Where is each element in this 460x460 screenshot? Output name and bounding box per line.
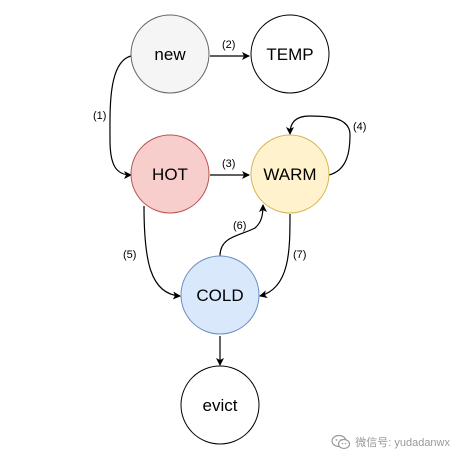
node-cold: COLD bbox=[180, 255, 260, 335]
edge-label-6: (6) bbox=[233, 220, 246, 232]
node-hot-circle bbox=[130, 134, 210, 214]
edge-label-1: (1) bbox=[93, 110, 106, 122]
edge-label-4: (4) bbox=[353, 121, 366, 133]
node-warm-label: WARM bbox=[263, 165, 316, 184]
node-evict-label: evict bbox=[203, 396, 238, 415]
edge-warm-self-loop bbox=[286, 115, 351, 176]
node-hot-label: HOT bbox=[152, 165, 188, 184]
node-warm: WARM bbox=[250, 134, 330, 214]
edge-warm-to-cold bbox=[259, 213, 291, 299]
watermark-text: 微信号: yudadanwx bbox=[355, 437, 450, 449]
node-evict-circle bbox=[180, 365, 260, 445]
node-temp-label: TEMP bbox=[266, 45, 313, 64]
edge-label-7: (7) bbox=[293, 249, 306, 261]
node-new-label: new bbox=[154, 45, 186, 64]
edge-hot-to-cold bbox=[143, 205, 181, 300]
node-temp: TEMP bbox=[250, 14, 330, 94]
edge-label-2: (2) bbox=[222, 39, 235, 51]
edge-cold-to-warm bbox=[219, 204, 267, 257]
node-warm-circle bbox=[250, 134, 330, 214]
edge-label-5: (5) bbox=[123, 249, 136, 261]
wechat-icon bbox=[331, 434, 351, 450]
node-cold-label: COLD bbox=[196, 286, 243, 305]
edge-label-3: (3) bbox=[222, 158, 235, 170]
watermark: 微信号: yudadanwx bbox=[331, 432, 450, 452]
node-new-circle bbox=[130, 14, 210, 94]
edge-new-to-hot bbox=[109, 55, 132, 179]
node-temp-circle bbox=[250, 14, 330, 94]
node-cold-circle bbox=[180, 255, 260, 335]
node-new: new bbox=[130, 14, 210, 94]
node-evict: evict bbox=[180, 365, 260, 445]
node-hot: HOT bbox=[130, 134, 210, 214]
